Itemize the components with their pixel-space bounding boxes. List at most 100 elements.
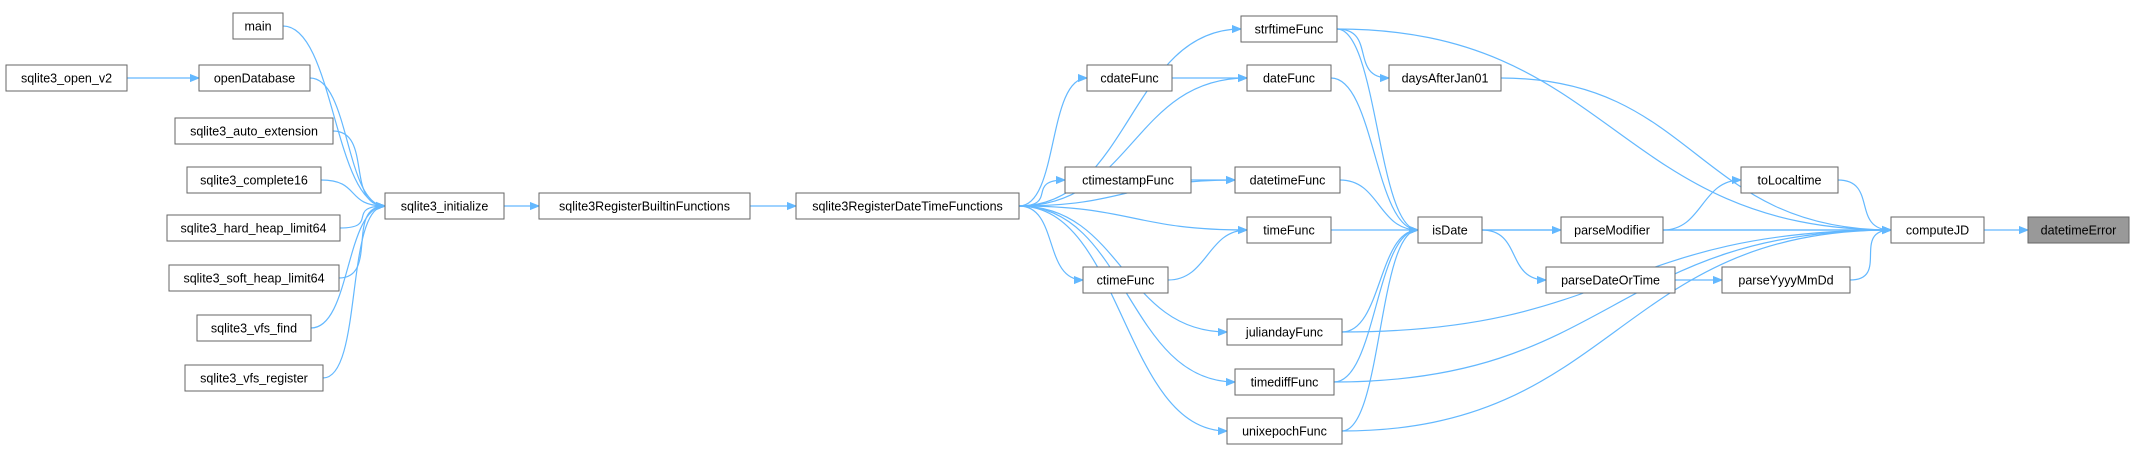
node-box-parseYyyyMmDd[interactable] xyxy=(1721,266,1851,294)
edge-daysAfterJan01-to-computeJD xyxy=(1500,77,1891,230)
node-sqlite3_vfs_register[interactable]: sqlite3_vfs_register xyxy=(184,364,324,392)
node-timediffFunc[interactable]: timediffFunc xyxy=(1234,368,1335,396)
node-box-parseDateOrTime[interactable] xyxy=(1545,266,1676,294)
node-timeFunc[interactable]: timeFunc xyxy=(1246,216,1332,244)
node-label-juliandayFunc: juliandayFunc xyxy=(1245,326,1323,340)
node-ctimeFunc[interactable]: ctimeFunc xyxy=(1082,266,1169,294)
node-openDatabase[interactable]: openDatabase xyxy=(198,64,311,92)
node-dateFunc[interactable]: dateFunc xyxy=(1246,64,1332,92)
node-box-cdateFunc[interactable] xyxy=(1086,64,1173,92)
node-box-timeFunc[interactable] xyxy=(1246,216,1332,244)
node-box-ctimeFunc[interactable] xyxy=(1082,266,1169,294)
edge-sqlite3RegisterDateTimeFunctions-to-unixepochFunc xyxy=(1018,205,1227,431)
node-box-sqlite3RegisterBuiltinFunctions[interactable] xyxy=(538,192,751,220)
node-label-cdateFunc: cdateFunc xyxy=(1100,72,1158,86)
edge-strftimeFunc-to-daysAfterJan01 xyxy=(1336,28,1389,78)
node-parseDateOrTime[interactable]: parseDateOrTime xyxy=(1545,266,1676,294)
node-box-sqlite3RegisterDateTimeFunctions[interactable] xyxy=(795,192,1020,220)
edge-unixepochFunc-to-isDate xyxy=(1341,230,1419,432)
edge-sqlite3RegisterDateTimeFunctions-to-ctimeFunc xyxy=(1018,205,1083,280)
node-box-timediffFunc[interactable] xyxy=(1234,368,1335,396)
node-box-parseModifier[interactable] xyxy=(1560,216,1664,244)
node-label-computeJD: computeJD xyxy=(1906,224,1969,238)
node-ctimestampFunc[interactable]: ctimestampFunc xyxy=(1064,166,1192,194)
edge-sqlite3RegisterDateTimeFunctions-to-timediffFunc xyxy=(1018,205,1235,382)
call-nodes: main sqlite3_open_v2 openDatabase sqlite3_a… xyxy=(5,12,2130,445)
node-box-main[interactable] xyxy=(232,12,284,40)
edge-openDatabase-to-sqlite3_initialize xyxy=(309,77,385,206)
node-label-toLocaltime: toLocaltime xyxy=(1758,174,1822,188)
node-box-sqlite3_auto_extension[interactable] xyxy=(174,117,334,145)
node-label-sqlite3_open_v2: sqlite3_open_v2 xyxy=(21,72,112,86)
node-label-openDatabase: openDatabase xyxy=(214,72,295,86)
node-strftimeFunc[interactable]: strftimeFunc xyxy=(1240,15,1338,43)
edge-toLocaltime-to-computeJD xyxy=(1837,179,1891,230)
node-box-strftimeFunc[interactable] xyxy=(1240,15,1338,43)
node-daysAfterJan01[interactable]: daysAfterJan01 xyxy=(1388,64,1502,92)
node-label-datetimeFunc: datetimeFunc xyxy=(1250,174,1326,188)
node-box-sqlite3_hard_heap_limit64[interactable] xyxy=(166,214,341,242)
node-sqlite3_complete16[interactable]: sqlite3_complete16 xyxy=(186,166,322,194)
node-sqlite3_open_v2[interactable]: sqlite3_open_v2 xyxy=(5,64,128,92)
node-box-isDate[interactable] xyxy=(1417,216,1483,244)
node-computeJD[interactable]: computeJD xyxy=(1890,216,1985,244)
edge-datetimeFunc-to-isDate xyxy=(1339,179,1418,230)
edge-parseYyyyMmDd-to-computeJD xyxy=(1849,230,1891,281)
node-label-sqlite3_vfs_find: sqlite3_vfs_find xyxy=(211,322,297,336)
node-box-unixepochFunc[interactable] xyxy=(1226,417,1343,445)
node-box-ctimestampFunc[interactable] xyxy=(1064,166,1192,194)
node-box-sqlite3_soft_heap_limit64[interactable] xyxy=(168,264,340,292)
node-box-sqlite3_vfs_register[interactable] xyxy=(184,364,324,392)
node-isDate[interactable]: isDate xyxy=(1417,216,1483,244)
node-label-sqlite3_soft_heap_limit64: sqlite3_soft_heap_limit64 xyxy=(183,272,324,286)
node-sqlite3_soft_heap_limit64[interactable]: sqlite3_soft_heap_limit64 xyxy=(168,264,340,292)
node-box-sqlite3_open_v2[interactable] xyxy=(5,64,128,92)
edge-sqlite3_vfs_find-to-sqlite3_initialize xyxy=(310,206,385,329)
edge-sqlite3_auto_extension-to-sqlite3_initialize xyxy=(332,130,385,206)
node-box-juliandayFunc[interactable] xyxy=(1226,318,1343,346)
node-sqlite3RegisterBuiltinFunctions[interactable]: sqlite3RegisterBuiltinFunctions xyxy=(538,192,751,220)
node-sqlite3_initialize[interactable]: sqlite3_initialize xyxy=(384,192,505,220)
node-box-toLocaltime[interactable] xyxy=(1740,166,1839,194)
node-sqlite3RegisterDateTimeFunctions[interactable]: sqlite3RegisterDateTimeFunctions xyxy=(795,192,1020,220)
edge-unixepochFunc-to-computeJD xyxy=(1341,230,1891,432)
edge-sqlite3RegisterDateTimeFunctions-to-cdateFunc xyxy=(1018,78,1087,207)
node-box-datetimeFunc[interactable] xyxy=(1234,166,1341,194)
edge-sqlite3RegisterDateTimeFunctions-to-dateFunc xyxy=(1018,78,1247,207)
node-box-openDatabase[interactable] xyxy=(198,64,311,92)
node-parseModifier[interactable]: parseModifier xyxy=(1560,216,1664,244)
node-box-computeJD[interactable] xyxy=(1890,216,1985,244)
node-label-parseModifier: parseModifier xyxy=(1574,224,1650,238)
node-label-timeFunc: timeFunc xyxy=(1263,224,1314,238)
node-datetimeFunc[interactable]: datetimeFunc xyxy=(1234,166,1341,194)
edge-strftimeFunc-to-computeJD xyxy=(1336,28,1891,230)
edge-dateFunc-to-isDate xyxy=(1330,77,1418,230)
edge-sqlite3_hard_heap_limit64-to-sqlite3_initialize xyxy=(339,206,385,229)
node-box-dateFunc[interactable] xyxy=(1246,64,1332,92)
node-box-daysAfterJan01[interactable] xyxy=(1388,64,1502,92)
node-label-sqlite3_initialize: sqlite3_initialize xyxy=(401,200,489,214)
node-label-daysAfterJan01: daysAfterJan01 xyxy=(1402,72,1489,86)
edge-parseModifier-to-toLocaltime xyxy=(1662,180,1741,231)
edge-sqlite3RegisterDateTimeFunctions-to-strftimeFunc xyxy=(1018,29,1241,207)
node-unixepochFunc[interactable]: unixepochFunc xyxy=(1226,417,1343,445)
node-box-sqlite3_initialize[interactable] xyxy=(384,192,505,220)
edge-ctimeFunc-to-timeFunc xyxy=(1167,230,1247,281)
node-box-datetimeError[interactable] xyxy=(2027,216,2130,244)
node-cdateFunc[interactable]: cdateFunc xyxy=(1086,64,1173,92)
node-juliandayFunc[interactable]: juliandayFunc xyxy=(1226,318,1343,346)
node-box-sqlite3_vfs_find[interactable] xyxy=(196,314,312,342)
node-sqlite3_vfs_find[interactable]: sqlite3_vfs_find xyxy=(196,314,312,342)
node-datetimeError[interactable]: datetimeError xyxy=(2027,216,2130,244)
node-toLocaltime[interactable]: toLocaltime xyxy=(1740,166,1839,194)
node-main[interactable]: main xyxy=(232,12,284,40)
node-box-sqlite3_complete16[interactable] xyxy=(186,166,322,194)
edge-juliandayFunc-to-isDate xyxy=(1341,230,1418,333)
node-label-parseYyyyMmDd: parseYyyyMmDd xyxy=(1738,274,1833,288)
node-label-ctimeFunc: ctimeFunc xyxy=(1097,274,1155,288)
edge-timediffFunc-to-isDate xyxy=(1333,230,1418,383)
edge-sqlite3RegisterDateTimeFunctions-to-ctimestampFunc xyxy=(1018,180,1065,207)
node-sqlite3_hard_heap_limit64[interactable]: sqlite3_hard_heap_limit64 xyxy=(166,214,341,242)
node-sqlite3_auto_extension[interactable]: sqlite3_auto_extension xyxy=(174,117,334,145)
node-parseYyyyMmDd[interactable]: parseYyyyMmDd xyxy=(1721,266,1851,294)
